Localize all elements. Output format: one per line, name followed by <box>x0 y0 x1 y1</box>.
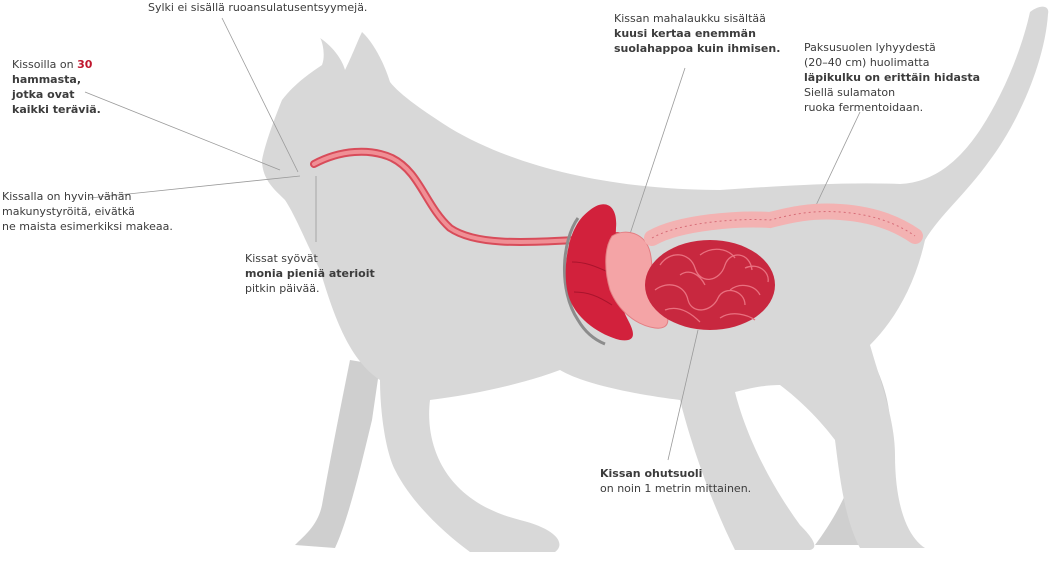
liver <box>565 204 633 341</box>
label-teeth-line3: jotka ovat <box>12 88 75 101</box>
label-saliva: Sylki ei sisällä ruoansulatusentsyymejä. <box>148 0 367 15</box>
label-small-intestine: Kissan ohutsuoli on noin 1 metrin mittai… <box>600 466 751 496</box>
label-colon-line5: ruoka fermentoidaan. <box>804 101 924 114</box>
label-meals-line3: pitkin päivää. <box>245 282 320 295</box>
label-stomach-line2: kuusi kertaa enemmän <box>614 27 756 40</box>
label-taste-line3: ne maista esimerkiksi makeaa. <box>2 220 173 233</box>
label-meals-line2: monia pieniä aterioit <box>245 267 375 280</box>
small-intestine <box>645 240 775 330</box>
label-colon: Paksusuolen lyhyydestä (20–40 cm) huolim… <box>804 40 980 115</box>
label-meals-line1: Kissat syövät <box>245 252 318 265</box>
leader-colon <box>809 111 861 219</box>
label-teeth-line2: hammasta, <box>12 73 82 86</box>
leader-saliva <box>221 17 299 173</box>
leader-stomach <box>627 67 686 241</box>
label-meals: Kissat syövät monia pieniä aterioit pitk… <box>245 251 375 296</box>
diaphragm <box>562 217 606 346</box>
label-taste-line1: Kissalla on hyvin vähän <box>2 190 132 203</box>
leader-taste <box>89 175 301 199</box>
label-saliva-line1: Sylki ei sisällä ruoansulatusentsyymejä. <box>148 1 368 14</box>
label-teeth-part1: Kissoilla on <box>12 58 78 71</box>
label-teeth-number: 30 <box>77 58 93 71</box>
label-taste: Kissalla on hyvin vähän makunystyröitä, … <box>2 189 173 234</box>
label-stomach-line3: suolahappoa kuin ihmisen. <box>614 42 781 55</box>
label-stomach: Kissan mahalaukku sisältää kuusi kertaa … <box>614 11 780 56</box>
label-teeth: Kissoilla on 30 hammasta, jotka ovat kai… <box>12 57 101 117</box>
label-taste-line2: makunystyröitä, eivätkä <box>2 205 135 218</box>
label-colon-line1: Paksusuolen lyhyydestä <box>804 41 936 54</box>
label-small-intestine-line2: on noin 1 metrin mittainen. <box>600 482 752 495</box>
colon-outline <box>651 211 916 239</box>
label-teeth-line1: Kissoilla on 30 <box>12 57 101 72</box>
leader-lines <box>84 17 861 461</box>
small-intestine-mass <box>645 240 775 330</box>
label-colon-line4: Siellä sulamaton <box>804 86 896 99</box>
leader-small-intestine <box>667 329 699 461</box>
leader-teeth <box>84 91 281 171</box>
label-teeth-line4: kaikki teräviä. <box>12 103 101 116</box>
liver-lobe-lines <box>571 261 613 306</box>
small-intestine-coils <box>654 248 769 323</box>
label-colon-line3: läpikulku on erittäin hidasta <box>804 71 981 84</box>
label-stomach-line1: Kissan mahalaukku sisältää <box>614 12 766 25</box>
label-small-intestine-line1: Kissan ohutsuoli <box>600 467 703 480</box>
label-colon-line2: (20–40 cm) huolimatta <box>804 56 930 69</box>
cat-far-front-leg <box>295 360 380 548</box>
